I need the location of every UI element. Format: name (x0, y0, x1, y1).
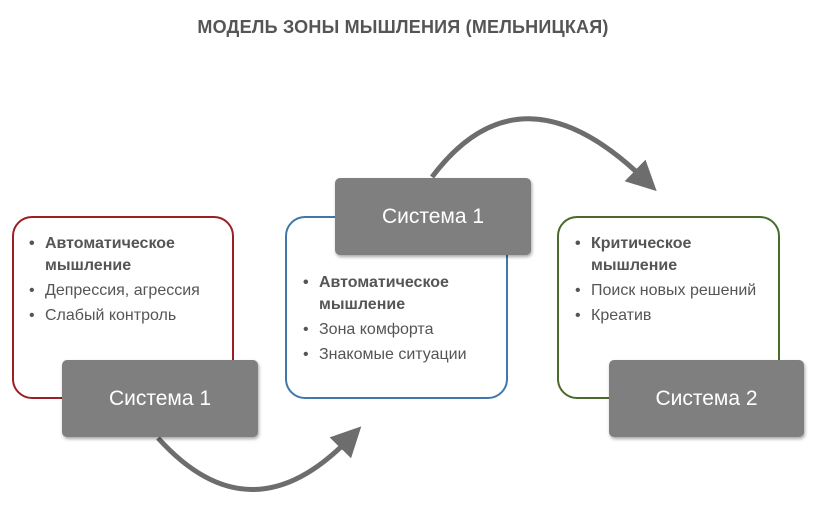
card-right-item-2: Поиск новых решений (575, 280, 765, 302)
card-middle-item-3: Знакомые ситуации (303, 344, 503, 366)
arrow-top (430, 116, 657, 192)
diagram-title: МОДЕЛЬ ЗОНЫ МЫШЛЕНИЯ (МЕЛЬНИЦКАЯ) (197, 17, 609, 37)
card-middle-list: Автоматическое мышление Зона комфорта Зн… (303, 272, 503, 369)
label-system-left: Система 1 (62, 360, 258, 437)
card-middle-item-1: Автоматическое мышление (303, 272, 503, 316)
card-left-item-1: Автоматическое мышление (29, 233, 219, 277)
card-right-list: Критическое мышление Поиск новых решений… (575, 233, 765, 330)
label-system-right: Система 2 (609, 360, 804, 437)
card-left-list: Автоматическое мышление Депрессия, агрес… (29, 233, 219, 330)
label-system-middle: Система 1 (335, 178, 531, 255)
card-right-item-3: Креатив (575, 305, 765, 327)
card-right-item-1: Критическое мышление (575, 233, 765, 277)
arrow-bottom (156, 426, 362, 492)
card-middle-item-2: Зона комфорта (303, 319, 503, 341)
card-left-item-3: Слабый контроль (29, 305, 219, 327)
card-left-item-2: Депрессия, агрессия (29, 280, 219, 302)
